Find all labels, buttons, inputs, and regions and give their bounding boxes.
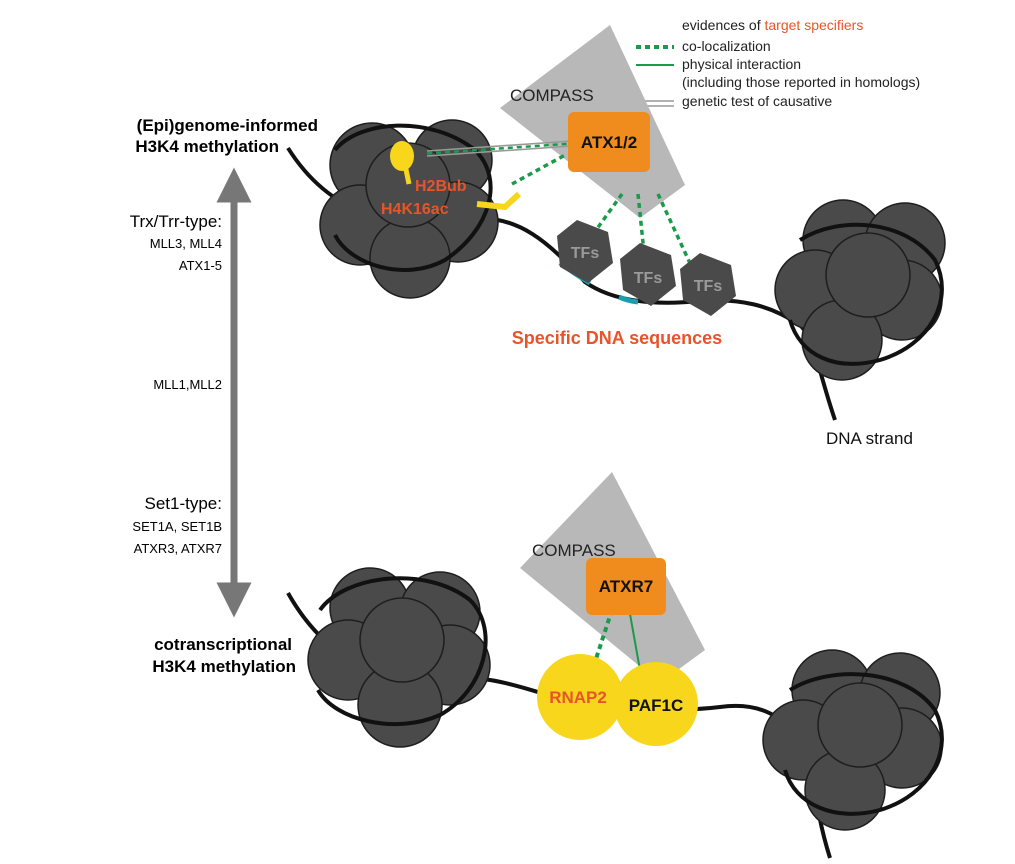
dna-strand-label: DNA strand [826,429,913,448]
h4k16ac-mark [476,191,522,210]
set1-type-members-2: ATXR3, ATXR7 [134,541,222,556]
bottom-category-label-line2: H3K4 methylation [152,657,296,676]
tf-label-3: TFs [694,278,723,295]
set1-type-members-1: SET1A, SET1B [132,519,222,534]
atxr7-box [586,558,666,615]
tf-label-2: TFs [634,270,663,287]
legend-item-homologs: (including those reported in homologs) [682,74,920,90]
legend-item-physical: physical interaction [682,56,801,72]
nucleosome-top-right [774,199,946,381]
legend-item-colocalization: co-localization [682,38,771,54]
atxr7-paf1c-physical-link [629,613,641,671]
tf-hexagon-1 [557,220,613,283]
paf1c-circle [614,662,698,746]
paf1c-label: PAF1C [629,696,683,715]
legend-item-genetic: genetic test of causative [682,93,832,109]
atxr7-label: ATXR7 [599,577,653,596]
tf3-atx-link [656,193,709,301]
nucleosome-top-left-wrap [333,123,493,272]
atxr7-rnap2-colocalization-link [591,609,614,669]
set1-type-title: Set1-type: [145,494,223,513]
atx12-label: ATX1/2 [581,133,637,152]
h4k16ac-atx-colocalization-link [511,152,568,186]
bottom-category-label-line1: cotranscriptional [154,635,292,654]
compass-label-bottom: COMPASS [532,541,616,560]
trx-type-title: Trx/Trr-type: [130,212,222,231]
compass-label-top: COMPASS [510,86,594,105]
tf-hexagon-2 [620,243,676,306]
tf-label-1: TFs [571,245,600,262]
nucleosome-bottom-left-wrap [316,576,488,727]
specific-dna-label: Specific DNA sequences [512,328,722,348]
h4k16ac-label: H4K16ac [381,201,449,218]
tf-hexagon-3 [680,253,736,316]
mll-group-label: MLL1,MLL2 [153,377,222,392]
trx-type-members-2: ATX1-5 [179,258,222,273]
trx-type-members-1: MLL3, MLL4 [150,236,222,251]
rnap2-circle [537,654,623,740]
h2bub-mark [390,141,414,185]
nucleosome-bottom-right [762,649,943,831]
tf1-atx-link [584,192,624,246]
nucleosome-top-right-wrap [788,222,944,366]
atx12-box [568,112,650,172]
dna-site-2 [617,294,639,305]
legend-title: evidences of target specifiers [682,17,863,33]
legend: evidences of target specifiers co-locali… [636,17,920,109]
h2bub-atx-genetic-link [426,140,573,157]
h2bub-label: H2Bub [415,178,467,195]
top-category-label-line2: H3K4 methylation [135,137,279,156]
nucleosome-bottom-right-wrap [783,672,944,816]
rnap2-label: RNAP2 [549,688,607,707]
top-category-label-line1: (Epi)genome-informed [137,116,318,135]
